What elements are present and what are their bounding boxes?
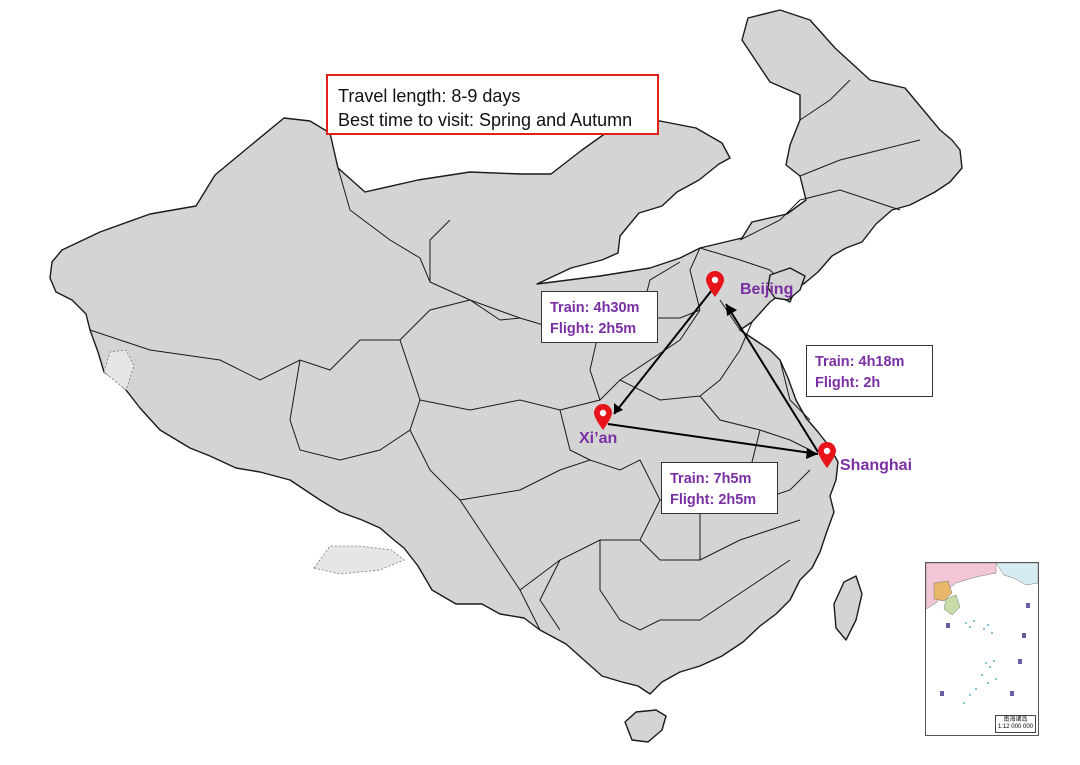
hainan-island (624, 709, 667, 743)
route-shanghai-beijing (725, 303, 819, 453)
route-box-xian-shanghai: Train: 7h5m Flight: 2h5m (661, 462, 778, 514)
flight-time: Flight: 2h (815, 375, 881, 391)
flight-time: Flight: 2h5m (670, 492, 757, 508)
route-xian-shanghai (607, 423, 819, 455)
route-box-shanghai-beijing: Train: 4h18m Flight: 2h (806, 345, 933, 397)
liaodong-peninsula (767, 267, 806, 301)
beijing-label: Beijing (740, 281, 794, 298)
train-time: Train: 4h30m (550, 300, 640, 316)
inset-caption: 南海诸岛 1:12 000 000 (994, 715, 1036, 733)
xian-label: Xi’an (579, 430, 618, 447)
beijing-pin-icon (706, 271, 724, 297)
inset-caption-title: 南海诸岛 (1003, 717, 1028, 723)
shanghai-label: Shanghai (840, 457, 913, 474)
arrowhead-shanghai (806, 448, 818, 459)
south-china-sea-inset: 南海诸岛 1:12 000 000 (925, 562, 1039, 736)
disputed-region-west (103, 349, 135, 391)
train-time: Train: 4h18m (815, 354, 905, 370)
disputed-region-south (313, 545, 405, 575)
arrowhead-xian (614, 403, 623, 414)
inset-map (926, 563, 1038, 735)
xian-pin-icon (594, 404, 612, 430)
routes (607, 289, 819, 459)
route-beijing-xian (613, 289, 713, 415)
taiwan-island (833, 575, 863, 641)
travel-length-text: Travel length: 8-9 days (338, 86, 521, 106)
arrowhead-beijing (726, 304, 737, 316)
shanghai-pin-icon (818, 442, 836, 468)
china-mainland (49, 9, 963, 695)
flight-time: Flight: 2h5m (550, 321, 637, 337)
trip-info-box: Travel length: 8-9 days Best time to vis… (326, 74, 659, 135)
train-time: Train: 7h5m (670, 471, 752, 487)
best-time-text: Best time to visit: Spring and Autumn (338, 110, 633, 130)
inset-caption-scale: 1:12 000 000 (997, 724, 1033, 730)
route-box-beijing-xian: Train: 4h30m Flight: 2h5m (541, 291, 658, 343)
